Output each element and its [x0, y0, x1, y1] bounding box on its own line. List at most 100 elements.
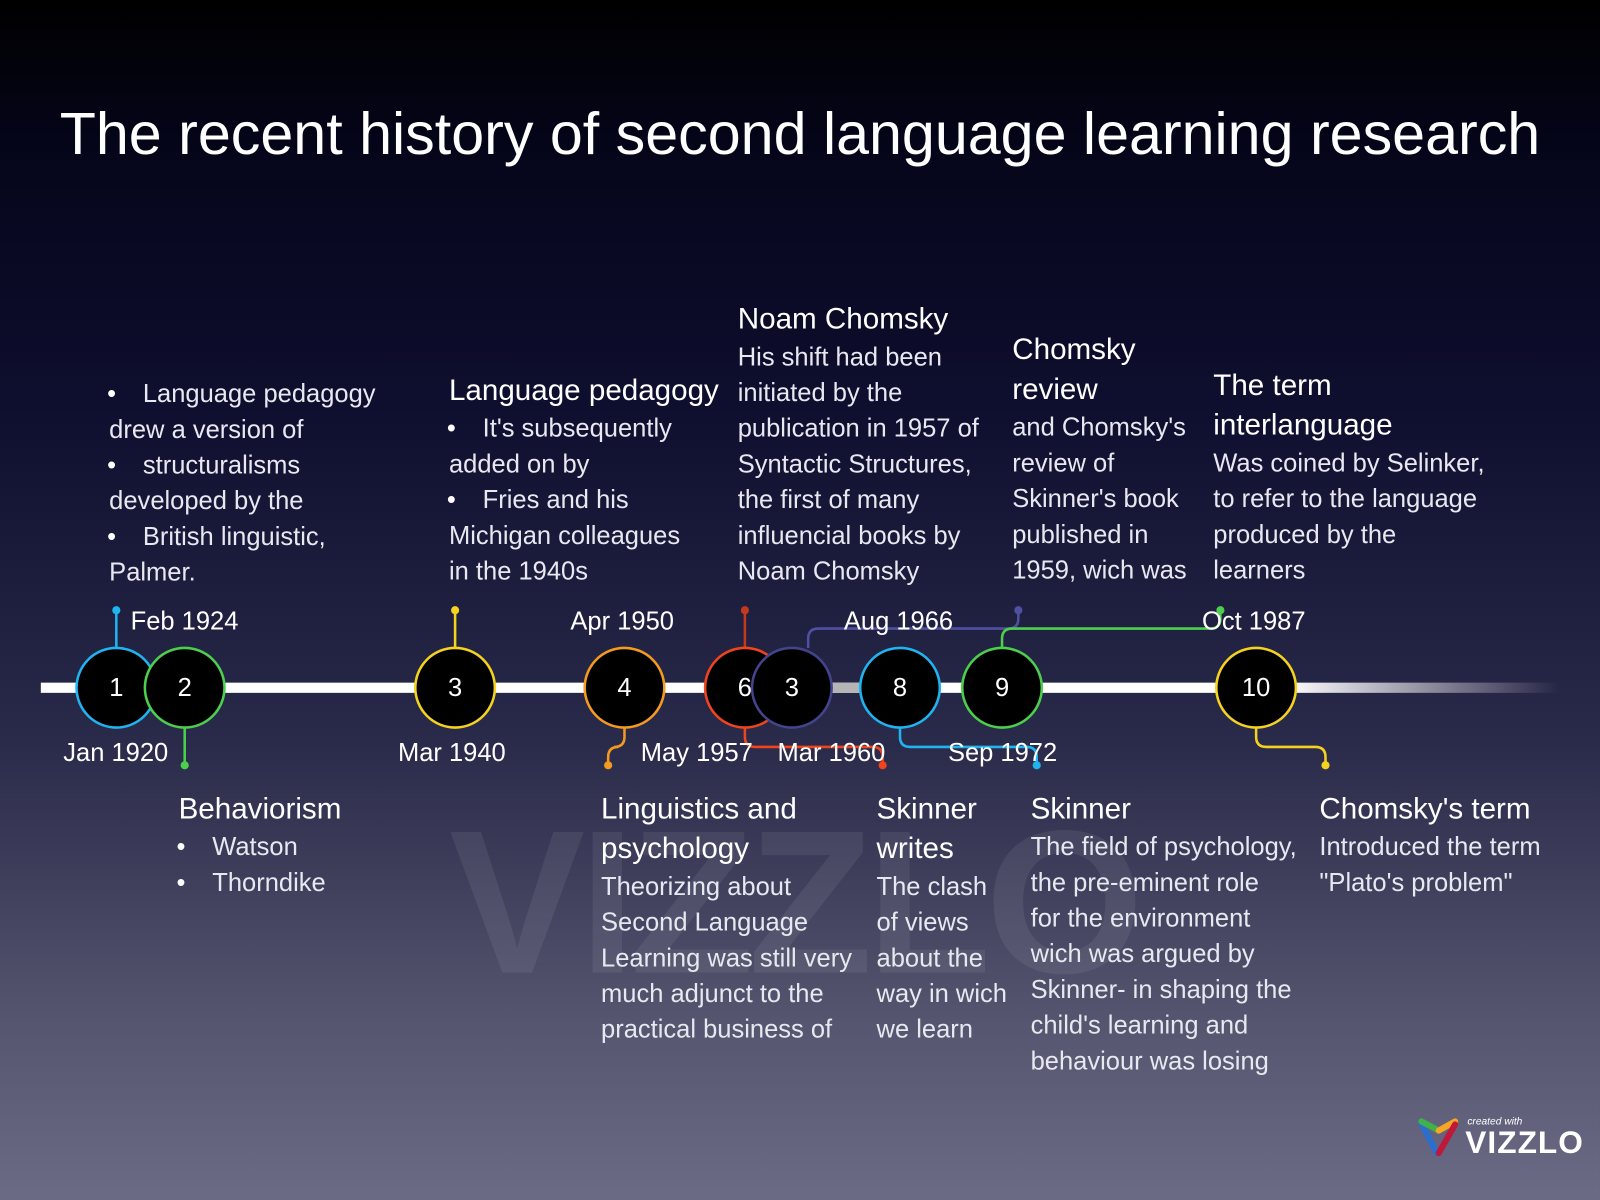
block-line: much adjunct to the [601, 979, 824, 1009]
bullet-item: Fries and his [447, 483, 719, 519]
milestone-number: 3 [784, 673, 799, 703]
milestone-number: 2 [177, 673, 192, 703]
block-title: Skinner [1030, 792, 1131, 826]
text-block: Chomsky review and Chomsky's review of Skinn… [1012, 331, 1186, 589]
block-title: Linguistics and [601, 792, 797, 826]
block-title: Chomsky's term [1319, 792, 1531, 826]
connector-3b [806, 610, 1020, 648]
block-line: His shift had been [737, 342, 942, 372]
block-title: Noam Chomsky [737, 303, 949, 336]
block-title: review [1012, 373, 1098, 407]
dot-6-down [878, 761, 887, 770]
block-line: The field of psychology, [1030, 832, 1297, 862]
block-line: wich was argued by [1030, 939, 1255, 969]
block-line: practical business of [601, 1015, 833, 1044]
milestone-number: 6 [737, 673, 752, 703]
dot-3b [1014, 606, 1023, 615]
block-line: the first of many [737, 485, 920, 515]
block-line: Second Language [601, 908, 809, 937]
milestone-date: Oct 1987 [1202, 607, 1306, 636]
block-title: Chomsky [1012, 333, 1136, 367]
block-line: Introduced the term [1319, 832, 1541, 862]
bullet-item: Language pedagogy [107, 377, 375, 413]
block-line: The clash [876, 872, 988, 902]
milestone-date: Mar 1960 [777, 738, 886, 768]
milestone-date: Feb 1924 [130, 607, 239, 636]
milestone-circle-9 [960, 646, 1044, 729]
block-line: produced by the [1213, 520, 1397, 549]
block-line: developed by the [109, 486, 304, 516]
bullet-item: Watson [177, 830, 342, 866]
milestone-date: Apr 1950 [570, 607, 674, 636]
dot-4 [604, 761, 613, 770]
block-line: and Chomsky's [1012, 413, 1186, 442]
block-line: learners [1213, 556, 1306, 585]
block-line: to refer to the language [1213, 484, 1478, 514]
block-title: Language pedagogy [448, 374, 719, 408]
milestone-circle-4 [583, 646, 666, 729]
dot-2 [180, 761, 189, 770]
vizzlo-logo-icon [1418, 1118, 1459, 1157]
block-line: Skinner- in shaping the [1030, 975, 1292, 1005]
connector-8 [898, 727, 1039, 766]
milestone-date: Jan 1920 [63, 738, 169, 768]
connector-6-down [743, 727, 884, 766]
connector-9 [1000, 610, 1222, 648]
block-line: Was coined by Selinker, [1213, 448, 1485, 478]
block-title: The term [1213, 369, 1332, 403]
block-line: initiated by the [737, 378, 903, 408]
block-title: interlanguage [1213, 409, 1393, 442]
milestone-circle-3 [414, 646, 497, 729]
milestone-number: 9 [994, 673, 1010, 703]
block-line: drew a version of [109, 415, 304, 444]
bullet-item: Thorndike [177, 865, 342, 901]
block-line: child's learning and [1030, 1011, 1249, 1040]
block-line: publication in 1957 of [737, 414, 979, 443]
block-title: psychology [601, 832, 750, 866]
milestone-date: May 1957 [640, 738, 753, 768]
block-line: in the 1940s [448, 557, 588, 586]
block-line: Skinner's book [1012, 484, 1179, 514]
milestone-circle-8 [858, 646, 942, 729]
dot-10 [1321, 761, 1330, 770]
milestone-circle-3b [750, 646, 833, 729]
block-line: way in wich [876, 979, 1007, 1009]
connector-10 [1254, 727, 1327, 766]
milestone-number: 1 [109, 673, 124, 703]
milestone-date: Mar 1940 [397, 738, 506, 768]
milestone-date: Sep 1972 [947, 738, 1058, 768]
dot-6-up [740, 606, 749, 615]
block-line: the pre-eminent role [1030, 868, 1259, 897]
dot-1 [112, 606, 121, 615]
milestone-date: Aug 1966 [843, 607, 954, 636]
bullet-item: It's subsequently [447, 411, 719, 447]
timeline-bar-gap [828, 682, 864, 693]
block-line: we learn [876, 1015, 973, 1044]
milestone-circle-2 [143, 646, 226, 729]
block-title: Skinner [876, 792, 977, 826]
block-line: Syntactic Structures, [737, 449, 972, 479]
milestone-number: 3 [448, 673, 463, 703]
block-line: about the [876, 943, 983, 973]
bullet-item: structuralisms [107, 448, 375, 484]
milestone-circle-10 [1215, 646, 1298, 729]
block-line: Noam Chomsky [737, 557, 920, 586]
block-line: for the environment [1030, 904, 1251, 933]
block-line: Michigan colleagues [448, 521, 681, 550]
block-title: writes [876, 832, 954, 866]
block-line: review of [1012, 448, 1115, 478]
dot-3 [451, 606, 460, 615]
created-with-label: created with [1467, 1116, 1523, 1128]
block-line: influencial books by [737, 521, 961, 550]
block-title: Behaviorism [178, 792, 342, 826]
block-line: published in [1012, 520, 1149, 549]
watermark: VIZZLO [448, 788, 1144, 1017]
block-line: added on by [448, 449, 590, 479]
milestone-number: 8 [892, 673, 908, 703]
